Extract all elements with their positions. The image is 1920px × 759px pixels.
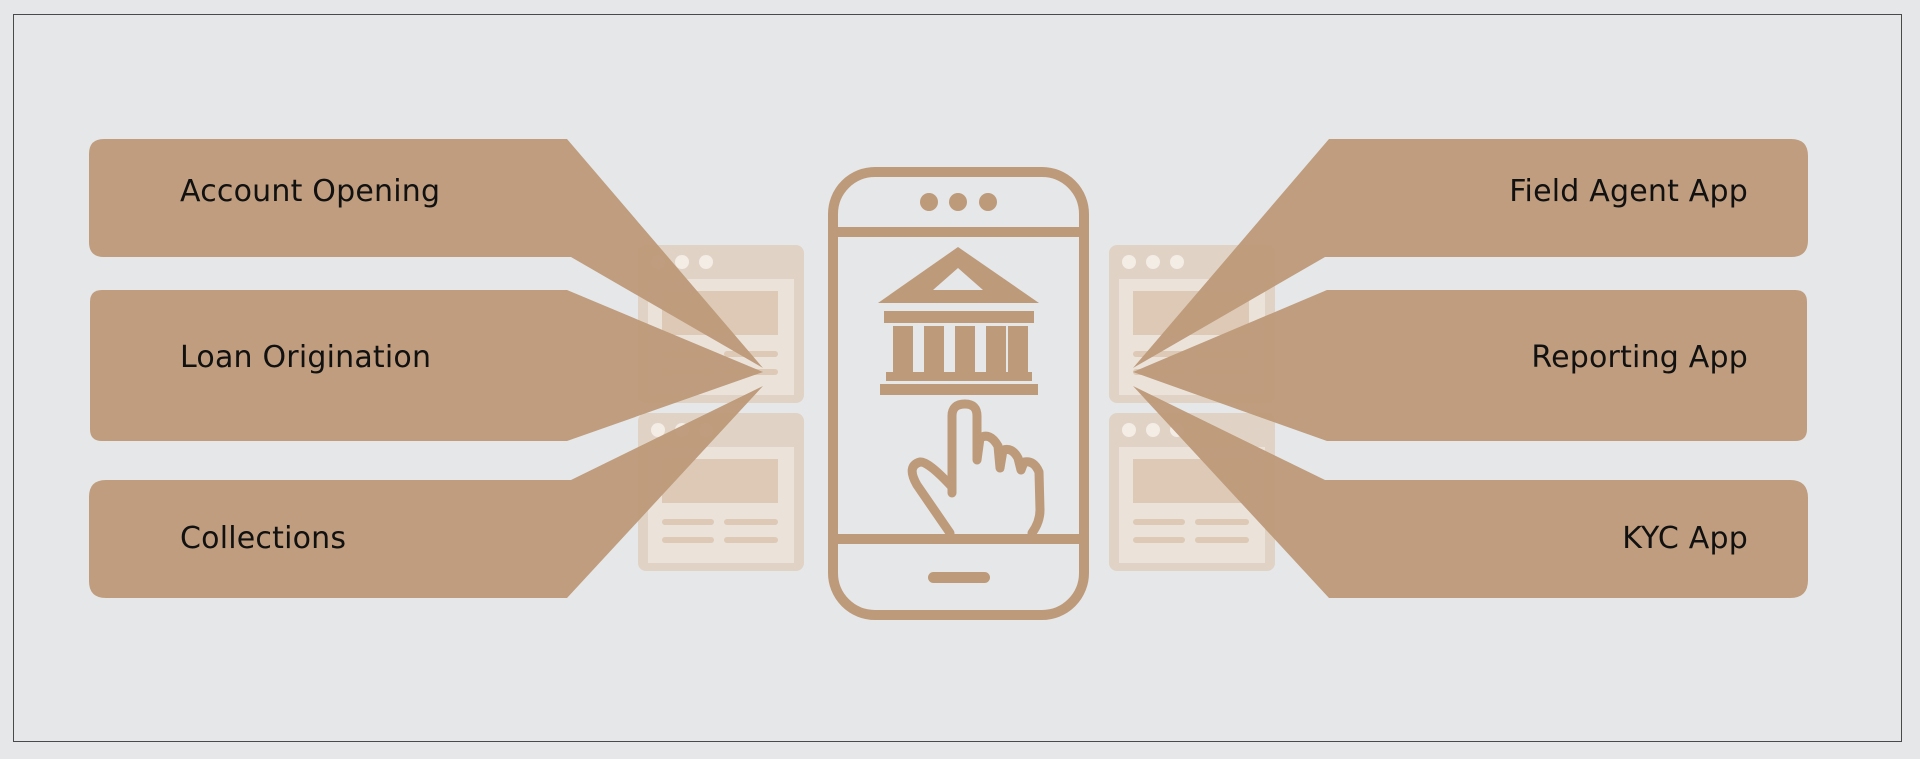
callout-field-agent-app — [1133, 139, 1808, 368]
label-field-agent-app: Field Agent App — [1509, 174, 1748, 209]
right-callouts — [1133, 139, 1808, 598]
left-callouts — [89, 139, 763, 598]
label-loan-origination: Loan Origination — [180, 340, 432, 375]
callout-account-opening — [89, 139, 763, 368]
label-account-opening: Account Opening — [180, 174, 441, 209]
label-kyc-app: KYC App — [1622, 521, 1748, 556]
label-reporting-app: Reporting App — [1531, 340, 1748, 375]
diagram-frame — [13, 14, 1902, 742]
tap-hand-icon — [907, 399, 1045, 538]
callout-loan-origination — [90, 290, 763, 441]
callout-collections — [89, 386, 763, 598]
label-collections: Collections — [180, 521, 347, 556]
callout-reporting-app — [1133, 290, 1807, 441]
bank-building-icon — [878, 247, 1039, 395]
callout-kyc-app — [1133, 386, 1808, 598]
